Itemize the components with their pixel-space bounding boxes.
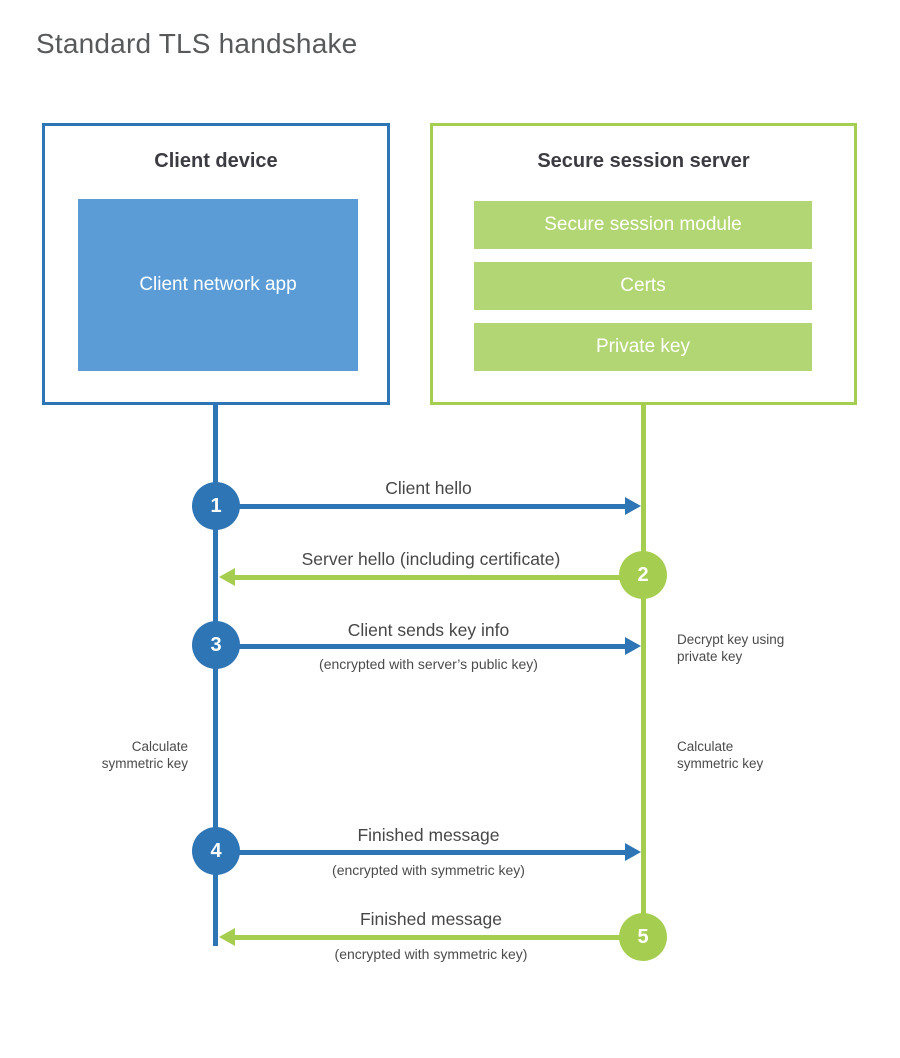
step-2-arrowhead-left-icon	[219, 568, 235, 586]
step-2-arrow-line	[234, 575, 643, 580]
step-4-label: Finished message	[357, 825, 500, 845]
step-4-sublabel: (encrypted with symmetric key)	[332, 862, 525, 878]
step-2-label: Server hello (including certificate)	[301, 549, 561, 569]
step-4-badge: 4	[192, 827, 240, 875]
server-calculate-key-note: Calculate symmetric key	[677, 739, 764, 772]
client-lifeline	[213, 404, 218, 946]
step-3-arrowhead-right-icon	[625, 637, 641, 655]
step-3-sublabel: (encrypted with server’s public key)	[319, 656, 538, 672]
step-5-label: Finished message	[359, 909, 503, 929]
server-module-secure-session: Secure session module	[474, 201, 812, 249]
step-1-label: Client hello	[385, 478, 472, 498]
step-2-badge: 2	[619, 551, 667, 599]
server-module-certs: Certs	[474, 262, 812, 310]
secure-session-server-box: Secure session server Secure session mod…	[430, 123, 857, 405]
client-device-title: Client device	[154, 150, 278, 172]
step-1-arrow-line	[216, 504, 625, 509]
server-lifeline	[641, 404, 646, 939]
client-network-app-box: Client network app	[78, 199, 358, 371]
step-1-arrowhead-right-icon	[625, 497, 641, 515]
step-3-label: Client sends key info	[347, 620, 510, 640]
step-1-badge: 1	[192, 482, 240, 530]
step-4-arrowhead-right-icon	[625, 843, 641, 861]
step-3-arrow-line	[216, 644, 625, 649]
page-title: Standard TLS handshake	[36, 28, 358, 59]
decrypt-key-note: Decrypt key using private key	[677, 632, 785, 665]
step-5-arrowhead-left-icon	[219, 928, 235, 946]
client-network-app-label: Client network app	[139, 274, 297, 296]
server-module-private-key: Private key	[474, 323, 812, 371]
step-5-badge: 5	[619, 913, 667, 961]
step-3-badge: 3	[192, 621, 240, 669]
client-calculate-key-note: Calculate symmetric key	[101, 739, 188, 772]
step-5-arrow-line	[234, 935, 643, 940]
secure-session-server-title: Secure session server	[537, 150, 750, 172]
step-5-sublabel: (encrypted with symmetric key)	[334, 946, 528, 962]
client-device-box: Client device Client network app	[42, 123, 390, 405]
step-4-arrow-line	[216, 850, 625, 855]
